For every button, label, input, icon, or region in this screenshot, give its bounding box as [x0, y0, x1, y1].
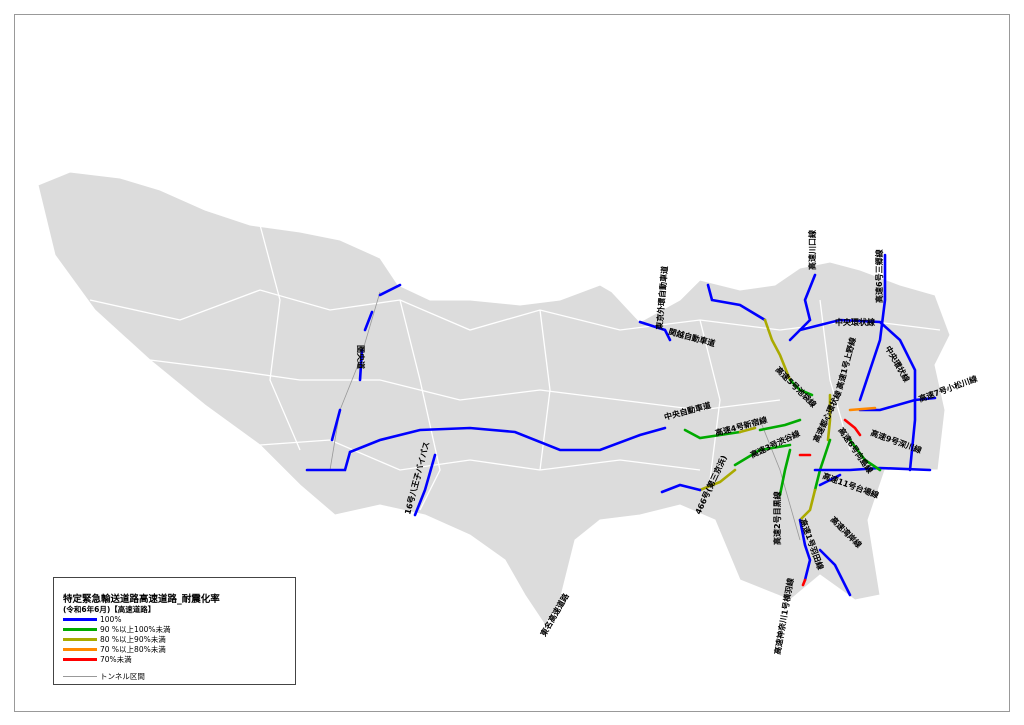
- road-segment: [733, 443, 792, 467]
- road-label: 中央環状線: [835, 317, 875, 327]
- legend-item-100: 100%: [63, 614, 121, 624]
- road-segment: [698, 468, 737, 492]
- municipal-borders: [89, 224, 941, 511]
- legend-subtitle: (令和6年6月)【高速道路】: [63, 605, 156, 614]
- road-segment: [683, 428, 742, 440]
- legend-item-70: 70 %以上80%未満: [63, 644, 166, 654]
- road-segment: [738, 426, 757, 434]
- tunnel-sections: [329, 291, 801, 541]
- road-label: 高速6号三郷線: [874, 249, 884, 303]
- road-segment: [788, 273, 817, 342]
- road-segment: [788, 378, 814, 397]
- road-segment: [858, 253, 887, 402]
- map-frame: [14, 14, 1010, 712]
- road-segment: [305, 426, 667, 472]
- road-segment: [758, 418, 802, 432]
- road-segment: [798, 518, 812, 582]
- road-segment: [763, 318, 792, 382]
- legend-item-90: 90 %以上100%未満: [63, 624, 171, 634]
- road-segment: [848, 406, 877, 412]
- road-segment: [848, 438, 882, 472]
- road-segment: [798, 318, 917, 472]
- road-segment: [330, 283, 402, 442]
- road-segment: [638, 320, 672, 342]
- road-segment: [843, 418, 862, 437]
- legend-item-tunnel: トンネル区間: [63, 671, 145, 681]
- road-label: 高速川口線: [807, 230, 817, 270]
- road-segment: [818, 473, 842, 487]
- road-segment: [778, 448, 792, 497]
- road-label: 圏央道: [356, 345, 366, 369]
- road-segment: [818, 548, 852, 597]
- tokyo-land: [37, 171, 951, 626]
- road-label: 高速2号目黒線: [772, 491, 782, 545]
- road-segment: [706, 283, 767, 322]
- road-segment: [660, 483, 702, 494]
- road-segment: [801, 578, 807, 587]
- legend-item-80: 80 %以上90%未満: [63, 634, 166, 644]
- legend-title: 特定緊急輸送道路高速道路_耐震化率: [63, 594, 220, 605]
- legend-item-under70: 70%未満: [63, 654, 132, 664]
- road-segment: [413, 453, 437, 517]
- road-segment: [813, 466, 932, 472]
- road-segment: [826, 393, 832, 442]
- legend: 特定緊急輸送道路高速道路_耐震化率 (令和6年6月)【高速道路】 100% 90…: [53, 577, 296, 685]
- road-segment: [798, 488, 817, 522]
- road-segment: [858, 396, 937, 412]
